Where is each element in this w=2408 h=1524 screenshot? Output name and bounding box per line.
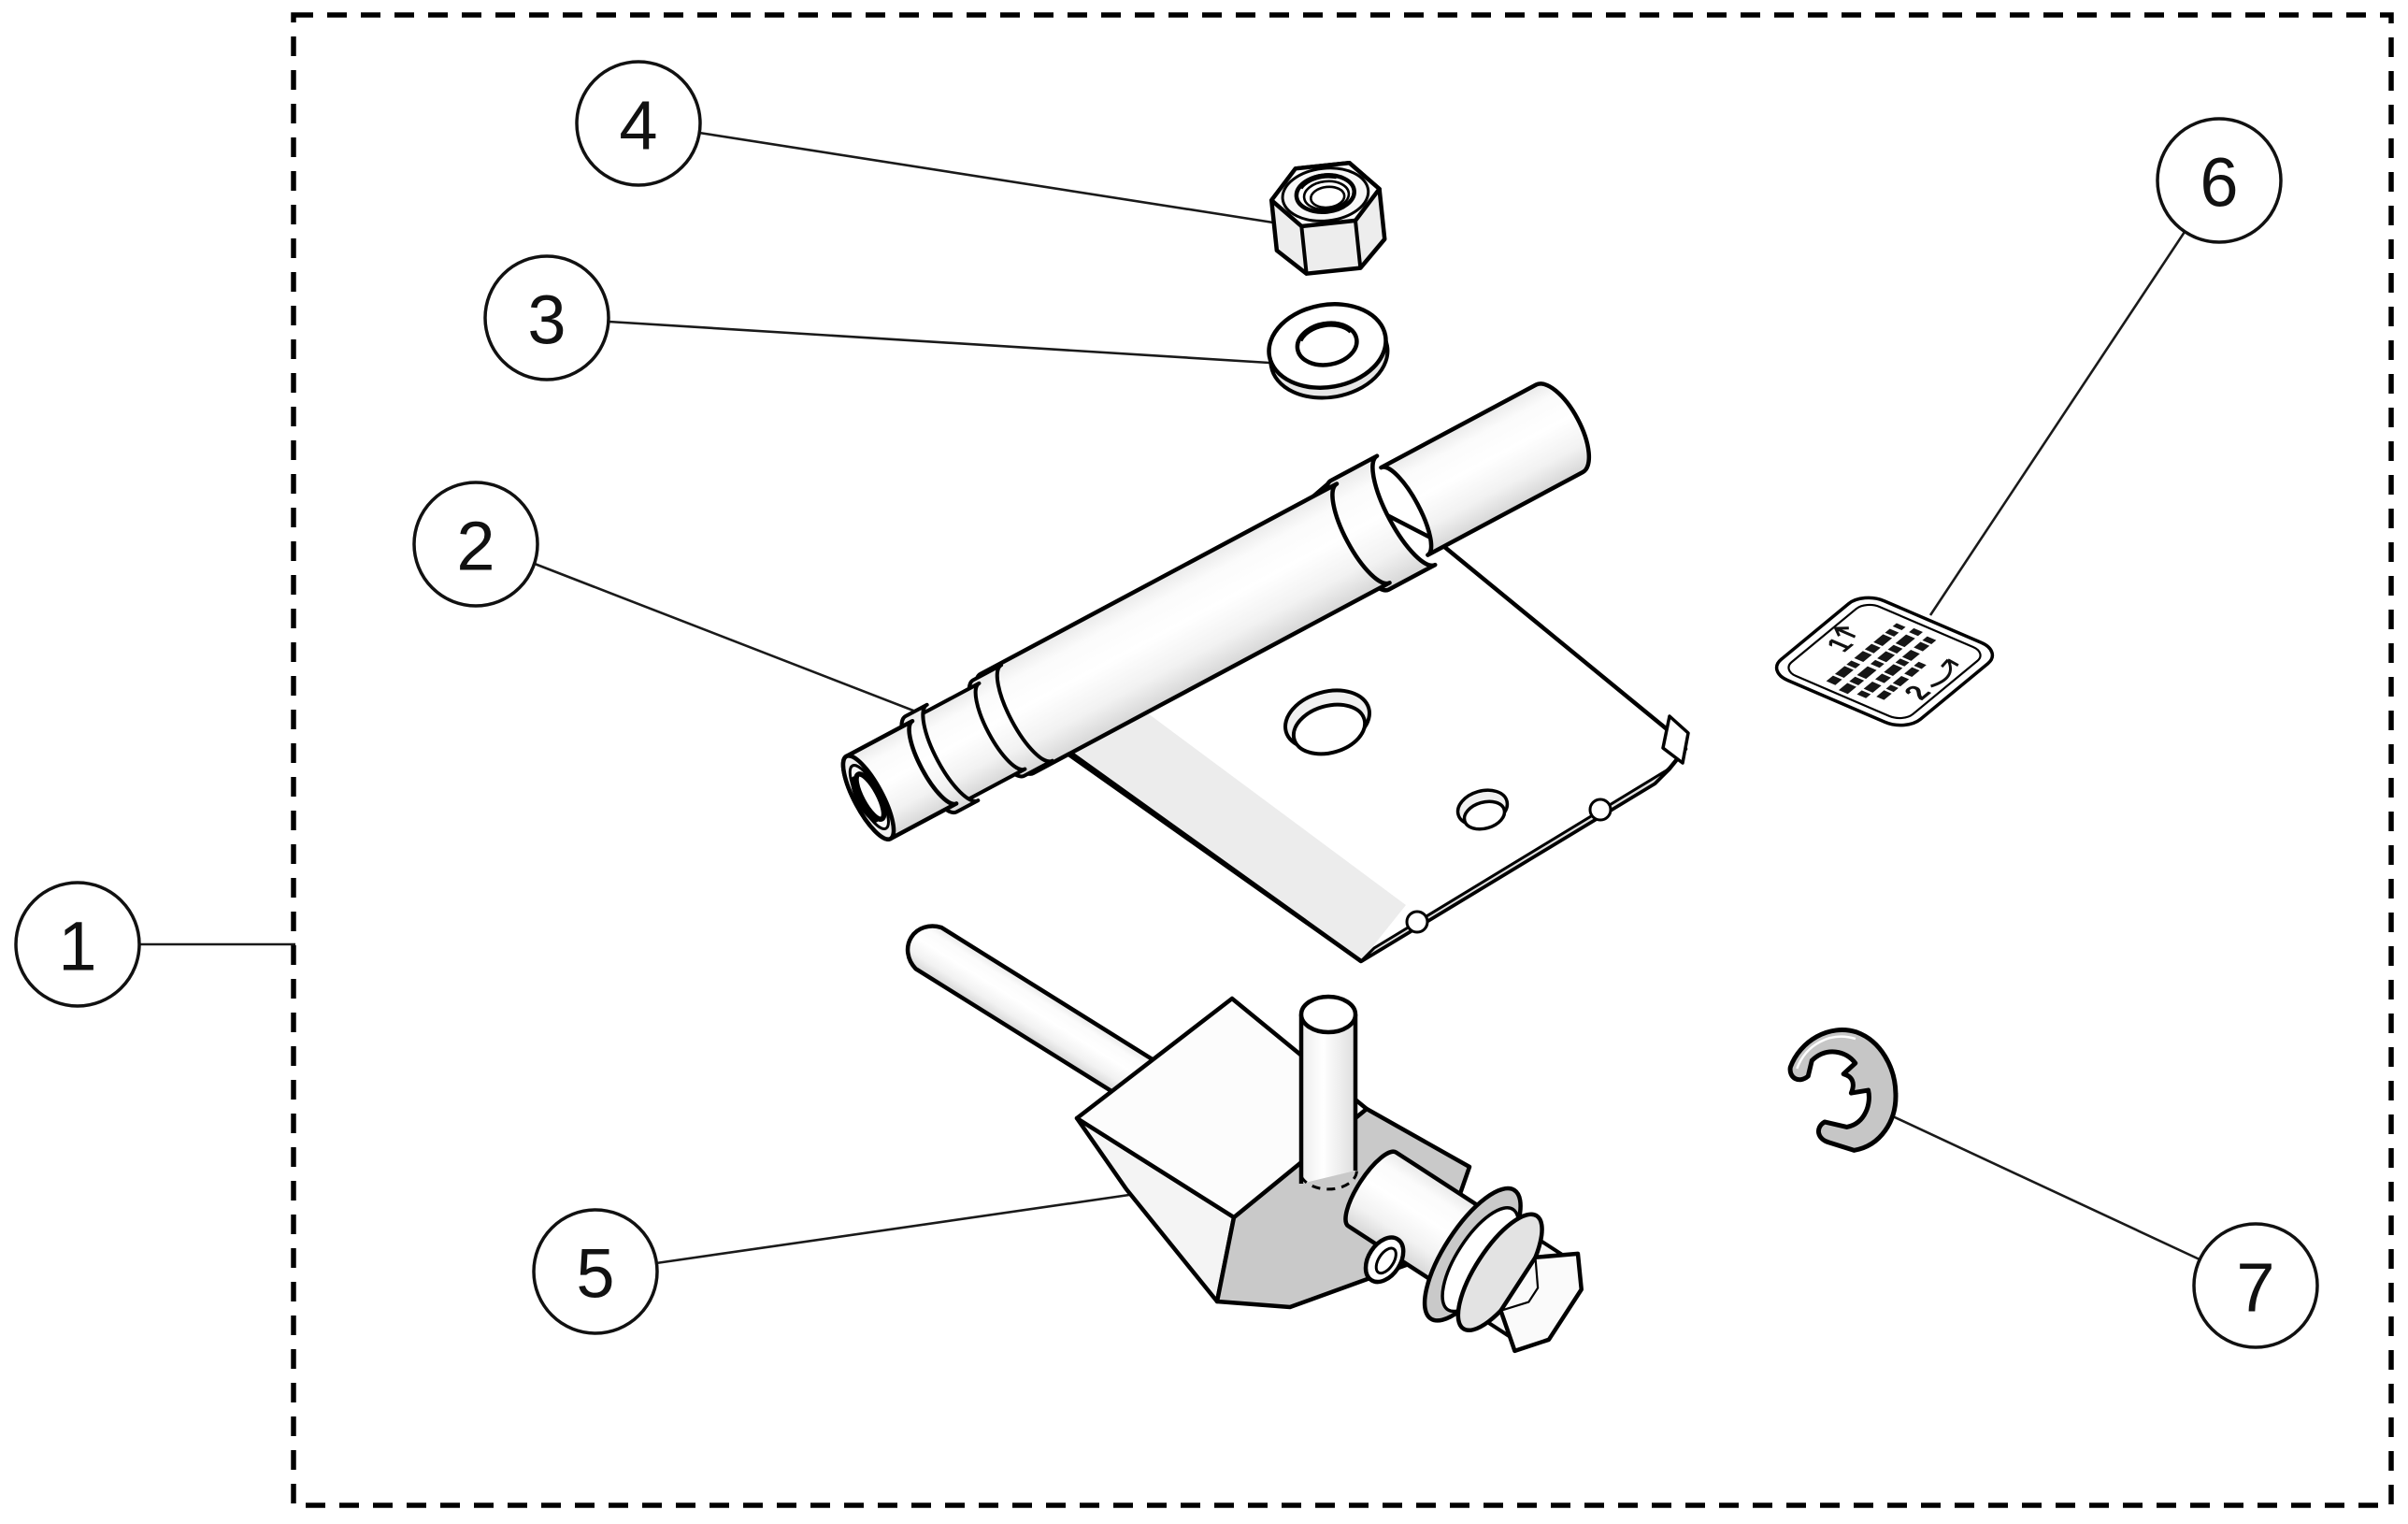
bracket-pin [1298, 994, 1358, 1191]
leader-line-5 [655, 1193, 1130, 1265]
plate-hole-small [1455, 788, 1510, 831]
plate-corner-tab [1661, 714, 1690, 765]
leader-line-4 [698, 131, 1274, 224]
callout-6-number: 6 [2200, 144, 2238, 222]
callout-4-circle [575, 60, 702, 187]
callout-5: 5 [532, 1208, 659, 1335]
callout-7-number: 7 [2236, 1249, 2274, 1327]
nut-thread-2 [1309, 185, 1346, 209]
callout-2-number: 2 [456, 508, 494, 585]
part-e-clip [1787, 1028, 1899, 1153]
callout-2: 2 [412, 481, 539, 608]
bracket-pin-hidden-base [1299, 1164, 1358, 1191]
leader-line-7 [1880, 1109, 2200, 1261]
part-hex-nut [1268, 160, 1387, 276]
leader-lines [139, 131, 2200, 1265]
e-clip-highlight [1796, 1035, 1856, 1070]
shaft-bore-face [840, 754, 896, 841]
bracket-hook-loop-inner [1374, 1246, 1398, 1275]
shaft-nose [1379, 381, 1592, 557]
callout-7: 7 [2192, 1222, 2319, 1349]
kit-boundary-dashed-border [291, 12, 2394, 1508]
callout-balloons: 1 2 3 4 5 6 7 [14, 60, 2319, 1349]
nut-edge-left [1299, 225, 1309, 274]
decal-text-lines [1826, 623, 1937, 700]
callout-3-circle [483, 254, 610, 381]
callout-2-circle [412, 481, 539, 608]
plate-hole-large [1283, 688, 1371, 756]
callout-1-number: 1 [58, 908, 96, 985]
callout-1-circle [14, 881, 141, 1008]
callout-1: 1 [14, 881, 141, 1008]
callout-4: 4 [575, 60, 702, 187]
callout-5-circle [532, 1208, 659, 1335]
nut-thread-1 [1302, 180, 1351, 211]
leader-line-3 [608, 320, 1270, 365]
callout-3-number: 3 [527, 281, 566, 359]
callout-7-circle [2192, 1222, 2319, 1349]
leader-line-2 [534, 562, 926, 717]
part-instruction-decal: 1 2 [1767, 592, 2002, 731]
plate-bend-shadow [1038, 668, 1406, 961]
bolt-hex-facet-lines [1500, 1257, 1540, 1312]
decal-curved-arrow-icon [1921, 660, 1961, 688]
bracket-bolt-stack [1343, 1149, 1584, 1354]
plate-flange-notch-upper [1588, 798, 1612, 822]
part-flat-washer [1267, 302, 1390, 400]
part-spindle-shaft [840, 381, 1592, 841]
e-clip-body [1787, 1028, 1899, 1153]
callout-5-number: 5 [576, 1235, 614, 1313]
nut-edge-right [1354, 220, 1363, 268]
bolt-hex-head [1498, 1251, 1584, 1354]
washer-hole-shadow [1297, 321, 1354, 342]
decal-up-arrow-icon [1831, 625, 1860, 640]
callout-6: 6 [2156, 117, 2283, 244]
plate-bottom-left-edge [1036, 727, 1363, 963]
callout-3: 3 [483, 254, 610, 381]
callout-4-number: 4 [619, 87, 657, 165]
leader-line-6 [1928, 231, 2186, 616]
plate-flange-notch-lower [1405, 910, 1429, 934]
part-pivot-bracket-assembly [905, 924, 1584, 1354]
nut-bore-shadow [1297, 173, 1338, 190]
callout-6-circle [2156, 117, 2283, 244]
